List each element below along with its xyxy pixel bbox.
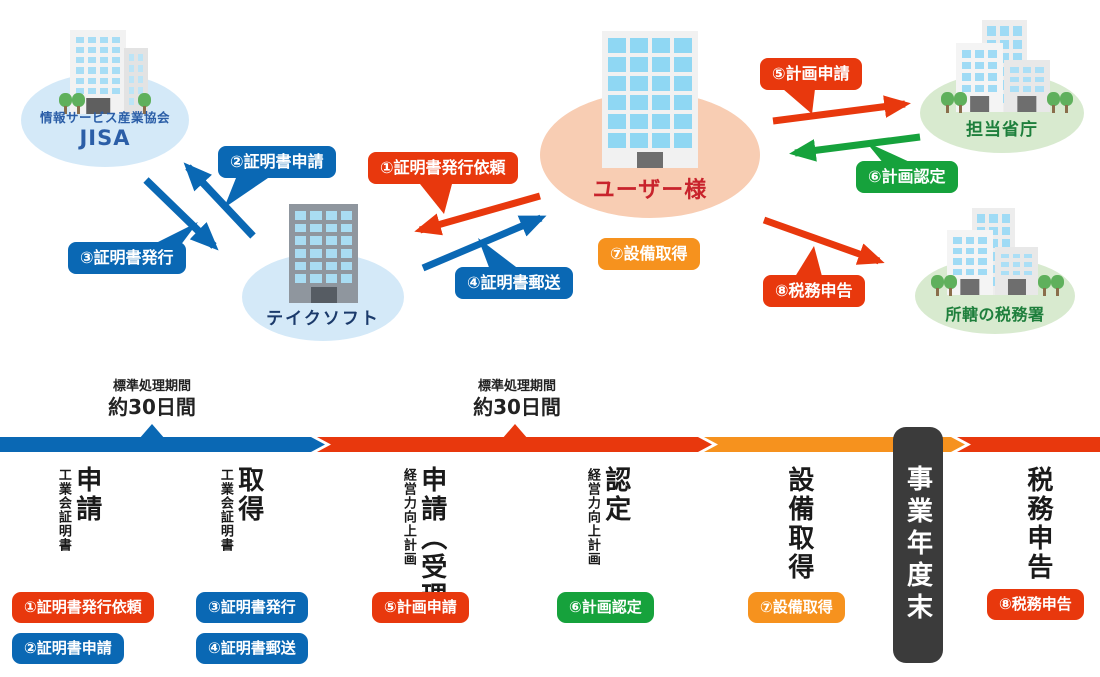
badge-5-plan-application: ⑤計画申請 xyxy=(372,592,469,623)
tree-icon xyxy=(72,93,85,114)
stage-1-heading: 申請 工業会証明書 xyxy=(54,466,102,552)
jisa-abbr-name: JISA xyxy=(79,126,131,150)
tree-icon xyxy=(59,93,72,114)
label-tail-8 xyxy=(793,246,823,280)
period-bump-1 xyxy=(139,424,165,439)
stage-2-sub: 工業会証明書 xyxy=(217,468,233,552)
tree-icon xyxy=(944,275,957,296)
takesoft-label: テイクソフト xyxy=(266,309,380,329)
tree-icon xyxy=(1047,92,1060,113)
stage-6-main: 税務申告 xyxy=(1022,466,1053,582)
badge-6-plan-approval: ⑥計画認定 xyxy=(557,592,654,623)
tax-office-building-right xyxy=(995,247,1038,295)
label-tail-1 xyxy=(420,184,452,214)
stage-4-heading: 認定 経営力向上計画 xyxy=(583,466,631,566)
arrow-plan-application xyxy=(772,95,911,125)
tax-office-building-left xyxy=(947,230,993,295)
stage-5-main: 設備取得 xyxy=(783,466,814,582)
badge-1-certificate-request: ①証明書発行依頼 xyxy=(12,592,154,623)
ministry-building-left xyxy=(956,43,1003,112)
tree-icon xyxy=(941,92,954,113)
arrow-certificate-request xyxy=(414,192,541,236)
stage-2-main: 取得 xyxy=(233,466,264,524)
flow-label-2-certificate-application: ②証明書申請 xyxy=(218,146,336,178)
label-tail-5 xyxy=(783,89,815,114)
jisa-org-name: 情報サービス産業協会 xyxy=(39,110,170,125)
badge-3-certificate-issue: ③証明書発行 xyxy=(196,592,308,623)
arrow-tax-filing xyxy=(762,216,885,265)
stage-3-sub: 経営力向上計画 xyxy=(400,468,416,566)
processing-period-2-title: 標準処理期間 xyxy=(477,379,556,394)
processing-period-2-duration: 約30日間 xyxy=(473,394,561,419)
tree-icon xyxy=(138,93,151,114)
stage-5-heading: 設備取得 xyxy=(783,466,814,582)
flow-label-1-certificate-request: ①証明書発行依頼 xyxy=(368,152,518,184)
flow-label-8-tax-filing: ⑧税務申告 xyxy=(763,275,865,307)
ministry-label: 担当省庁 xyxy=(966,120,1038,140)
flow-label-5-plan-application: ⑤計画申請 xyxy=(760,58,862,90)
label-tail-4 xyxy=(478,238,520,270)
period-bump-2 xyxy=(502,424,528,439)
label-tail-2 xyxy=(224,178,268,208)
timeline-segment-blue xyxy=(0,437,325,452)
processing-period-1-duration: 約30日間 xyxy=(108,394,196,419)
badge-8-tax-filing: ⑧税務申告 xyxy=(987,589,1084,620)
arrow-certificate-issue xyxy=(143,177,219,251)
flow-label-6-plan-approval: ⑥計画認定 xyxy=(856,161,958,193)
tree-icon xyxy=(1038,275,1051,296)
flow-label-3-certificate-issue: ③証明書発行 xyxy=(68,242,186,274)
tree-icon xyxy=(954,92,967,113)
takesoft-building xyxy=(289,204,358,303)
badge-7-equipment-acquisition: ⑦設備取得 xyxy=(748,592,845,623)
user-label: ユーザー様 xyxy=(592,178,708,203)
arrow-plan-approval xyxy=(789,133,921,162)
timeline-segment-red-2 xyxy=(957,437,1100,452)
stage-4-sub: 経営力向上計画 xyxy=(584,468,600,566)
tree-icon xyxy=(931,275,944,296)
tax-office-label: 所轄の税務署 xyxy=(945,305,1045,324)
user-building xyxy=(602,31,698,168)
processing-period-1-title: 標準処理期間 xyxy=(112,379,191,394)
stage-2-heading: 取得 工業会証明書 xyxy=(216,466,264,552)
fiscal-year-end-label: 事業年度末 xyxy=(902,465,933,625)
stage-1-main: 申請 xyxy=(71,466,102,524)
arrow-certificate-application xyxy=(183,162,256,239)
flow-label-4-certificate-mail: ④証明書郵送 xyxy=(455,267,573,299)
ministry-building-right xyxy=(1004,60,1050,112)
jisa-label: 情報サービス産業協会 JISA xyxy=(29,107,181,150)
stage-1-sub: 工業会証明書 xyxy=(55,468,71,552)
badge-2-certificate-application: ②証明書申請 xyxy=(12,633,124,664)
tree-icon xyxy=(1051,275,1064,296)
stage-6-heading: 税務申告 xyxy=(1022,466,1053,582)
label-tail-3 xyxy=(150,222,198,246)
badge-4-certificate-mail: ④証明書郵送 xyxy=(196,633,308,664)
fiscal-year-end-box: 事業年度末 xyxy=(893,427,943,663)
processing-period-1: 標準処理期間 約30日間 xyxy=(98,379,206,419)
timeline-segment-red-1 xyxy=(317,437,712,452)
processing-period-2: 標準処理期間 約30日間 xyxy=(463,379,571,419)
label-tail-6 xyxy=(866,142,914,164)
stage-4-main: 認定 xyxy=(600,466,631,524)
tree-icon xyxy=(1060,92,1073,113)
flow-label-7-equipment-acquisition: ⑦設備取得 xyxy=(598,238,700,270)
